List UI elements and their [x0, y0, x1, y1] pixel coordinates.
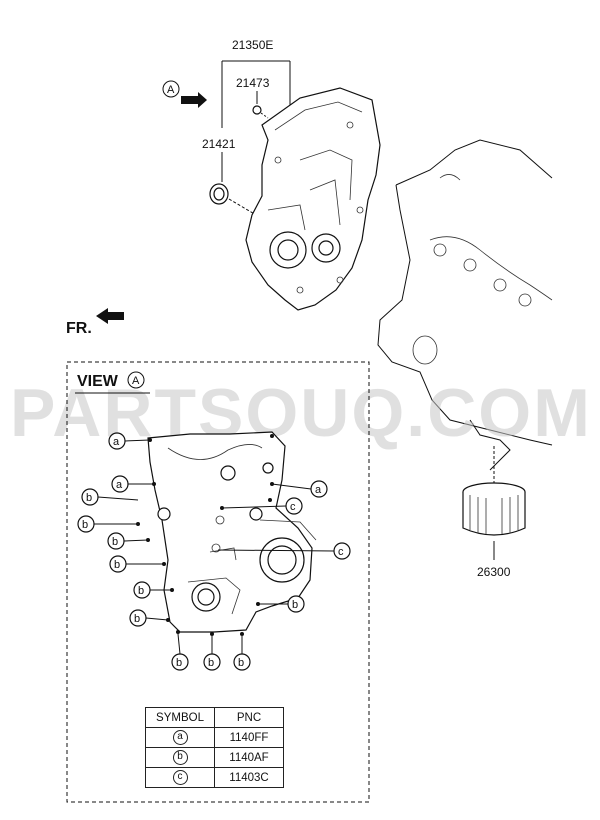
- callout-b-9[interactable]: b: [233, 653, 251, 671]
- arrow-a-letter: A: [167, 84, 175, 96]
- callout-b-2[interactable]: b: [77, 515, 95, 533]
- pnc-header: PNC: [214, 707, 284, 728]
- svg-text:a: a: [116, 479, 123, 491]
- front-label: FR.: [66, 320, 92, 337]
- symbol-table: SYMBOL PNC a 1140FF b 1140AF c 11403C: [145, 707, 284, 788]
- callout-c-2[interactable]: c: [333, 542, 351, 560]
- svg-text:b: b: [138, 585, 144, 597]
- svg-text:c: c: [290, 501, 296, 513]
- symbol-b: b: [172, 750, 188, 765]
- svg-text:b: b: [208, 657, 214, 669]
- callout-c-1[interactable]: c: [285, 497, 303, 515]
- callout-b-3[interactable]: b: [107, 532, 125, 550]
- callout-b-6[interactable]: b: [129, 609, 147, 627]
- svg-text:b: b: [238, 657, 244, 669]
- view-a-letter: A: [132, 375, 140, 387]
- pnc-a[interactable]: 1140FF: [214, 727, 284, 748]
- svg-text:b: b: [86, 492, 92, 504]
- arrow-a-marker: [162, 80, 180, 98]
- pnc-c[interactable]: 11403C: [214, 767, 284, 788]
- svg-text:c: c: [338, 546, 344, 558]
- svg-text:b: b: [114, 559, 120, 571]
- symbol-row-c[interactable]: c 11403C: [145, 767, 284, 788]
- symbol-row-b[interactable]: b 1140AF: [145, 747, 284, 768]
- callout-b-7[interactable]: b: [171, 653, 189, 671]
- svg-text:b: b: [134, 613, 140, 625]
- view-a-marker: [127, 371, 145, 389]
- watermark: PARTSOUQ.COM: [10, 375, 592, 451]
- view-title: VIEW: [77, 373, 119, 390]
- engine-block-outline: [377, 139, 553, 471]
- bolt-21473-part[interactable]: [252, 105, 269, 119]
- cover-rear-view: [136, 431, 317, 636]
- callout-b-5[interactable]: b: [133, 581, 151, 599]
- svg-text:b: b: [112, 536, 118, 548]
- assembly-bracket: [221, 60, 291, 128]
- arrow-a-icon: [181, 92, 207, 108]
- label-26300[interactable]: 26300: [477, 565, 511, 579]
- timing-cover-part[interactable]: [245, 87, 381, 311]
- oil-filter-part[interactable]: [462, 446, 526, 536]
- symbol-a: a: [172, 730, 188, 745]
- svg-text:a: a: [113, 436, 120, 448]
- svg-text:b: b: [82, 519, 88, 531]
- symbol-c: c: [172, 770, 188, 785]
- symbol-table-header: SYMBOL PNC: [145, 707, 284, 728]
- callout-a-2[interactable]: a: [111, 475, 129, 493]
- callout-b-8[interactable]: b: [203, 653, 221, 671]
- svg-text:a: a: [315, 484, 322, 496]
- callout-b-4[interactable]: b: [109, 555, 127, 573]
- label-21473[interactable]: 21473: [236, 76, 270, 90]
- callout-b-10[interactable]: b: [287, 595, 305, 613]
- pnc-b[interactable]: 1140AF: [214, 747, 284, 768]
- callout-a-1[interactable]: a: [108, 432, 126, 450]
- label-21421[interactable]: 21421: [202, 137, 236, 151]
- label-21350e[interactable]: 21350E: [232, 38, 273, 52]
- seal-21421-part[interactable]: [209, 183, 269, 223]
- svg-text:b: b: [292, 599, 298, 611]
- callout-leaders: [94, 439, 335, 655]
- symbol-row-a[interactable]: a 1140FF: [145, 727, 284, 748]
- svg-text:b: b: [176, 657, 182, 669]
- front-arrow-icon: [96, 308, 124, 324]
- callout-a-3[interactable]: a: [310, 480, 328, 498]
- symbol-header: SYMBOL: [145, 707, 215, 728]
- callout-b-1[interactable]: b: [81, 488, 99, 506]
- view-a-frame: [66, 361, 370, 803]
